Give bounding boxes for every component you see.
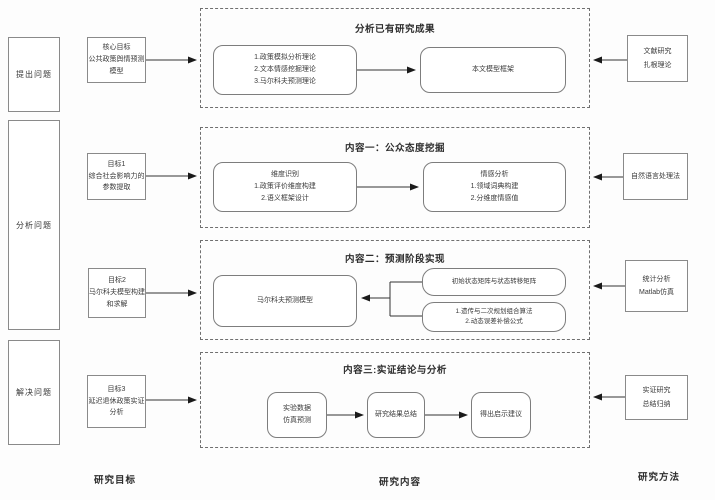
goal-line: 目标2 (108, 277, 126, 285)
suggestion-line: 得出启示建议 (480, 410, 522, 418)
framework-line: 本文模型框架 (472, 65, 514, 73)
dimension-line: 维度识别 (271, 170, 299, 178)
goal-line: 模型 (109, 67, 124, 75)
column-label-methods: 研究方法 (637, 472, 680, 483)
section-title: 内容二：预测阶段实现 (344, 254, 445, 265)
sentiment-analysis-box: 情感分析 1.领域词典构建 2.分维度情感值 (423, 162, 566, 212)
dimension-line: 2.语义框架设计 (261, 195, 309, 203)
section-title: 分析已有研究成果 (354, 24, 435, 35)
state-matrix-box: 初始状态矩阵与状态转移矩阵 (422, 268, 566, 296)
sentiment-line: 情感分析 (480, 170, 509, 178)
method-box-nlp: 自然语言处理法 (623, 153, 688, 200)
theory-line: 3.马尔科夫预测理论 (254, 78, 316, 86)
stage-box-analyze-problem: 分析问题 (8, 120, 60, 330)
dimension-identify-box: 维度识别 1.政策评价维度构建 2.语义框架设计 (213, 162, 357, 212)
experiment-line: 实验数据 (283, 404, 311, 412)
theory-line: 2.文本情感挖掘理论 (254, 65, 316, 73)
method-box-statistics: 统计分析 Matlab仿真 (625, 260, 688, 312)
algorithm-box: 1.遗传与二次规划组合算法 2.动态误差补偿公式 (422, 302, 566, 332)
model-framework-box: 本文模型框架 (420, 47, 566, 93)
experiment-data-box: 实验数据 仿真预测 (267, 392, 327, 438)
algorithm-line: 2.动态误差补偿公式 (465, 318, 523, 325)
section-prediction-stage (200, 240, 590, 340)
method-line: 统计分析 (642, 275, 671, 283)
markov-model-box: 马尔科夫预测模型 (213, 275, 357, 327)
theory-list-box: 1.政策模拟分析理论 2.文本情感挖掘理论 3.马尔科夫预测理论 (213, 45, 357, 95)
goal-line: 延迟退休政策实证 (88, 397, 145, 405)
section-literature-analysis (200, 8, 590, 108)
experiment-line: 仿真预测 (283, 417, 311, 424)
goal-line: 目标1 (107, 160, 126, 168)
sentiment-line: 2.分维度情感值 (470, 195, 519, 203)
method-box-literature: 文献研究 扎根理论 (627, 35, 688, 82)
method-line: 文献研究 (643, 48, 672, 56)
method-line: 实证研究 (642, 387, 671, 395)
goal-line: 和求解 (106, 300, 128, 308)
sentiment-line: 1.领域词典构建 (470, 182, 519, 190)
algorithm-line: 1.遗传与二次规划组合算法 (455, 307, 533, 315)
theory-line: 1.政策模拟分析理论 (254, 53, 316, 61)
goal-box-core: 核心目标 公共政策舆情预测 模型 (87, 37, 146, 83)
goal-line: 公共政策舆情预测 (88, 56, 145, 64)
method-line: Matlab仿真 (638, 289, 674, 296)
matrix-line: 初始状态矩阵与状态转移矩阵 (451, 277, 537, 285)
result-summary-box: 研究结果总结 (367, 392, 425, 438)
method-line: 总结归纳 (642, 400, 671, 408)
stage-label: 解决问题 (16, 388, 52, 397)
stage-label: 分析问题 (16, 220, 52, 230)
goal-line: 综合社会影响力的 (88, 172, 145, 180)
method-line: 扎根理论 (643, 61, 672, 69)
goal-line: 分析 (109, 409, 124, 417)
result-line: 研究结果总结 (375, 410, 417, 418)
section-title: 内容一：公众态度挖掘 (344, 143, 445, 154)
section-attitude-mining (200, 127, 590, 228)
column-label-content: 研究内容 (378, 477, 421, 488)
method-box-empirical: 实证研究 总结归纳 (625, 375, 688, 420)
stage-box-raise-problem: 提出问题 (8, 37, 60, 112)
markov-line: 马尔科夫预测模型 (257, 296, 313, 304)
section-empirical-conclusion (200, 352, 590, 448)
method-line: 自然语言处理法 (631, 172, 680, 180)
dimension-line: 1.政策评价维度构建 (254, 182, 316, 190)
goal-box-2: 目标2 马尔科夫模型构建 和求解 (88, 268, 146, 318)
goal-box-3: 目标3 延迟退休政策实证 分析 (87, 375, 146, 428)
suggestion-box: 得出启示建议 (471, 392, 531, 438)
section-title: 内容三:实证结论与分析 (343, 365, 447, 376)
goal-line: 核心目标 (102, 44, 131, 52)
goal-line: 马尔科夫模型构建 (89, 289, 145, 297)
goal-box-1: 目标1 综合社会影响力的 参数提取 (87, 153, 146, 200)
column-label-goals: 研究目标 (93, 475, 136, 486)
stage-label: 提出问题 (16, 70, 52, 79)
goal-line: 目标3 (107, 385, 126, 393)
goal-line: 参数提取 (102, 184, 131, 192)
stage-box-solve-problem: 解决问题 (8, 340, 60, 445)
